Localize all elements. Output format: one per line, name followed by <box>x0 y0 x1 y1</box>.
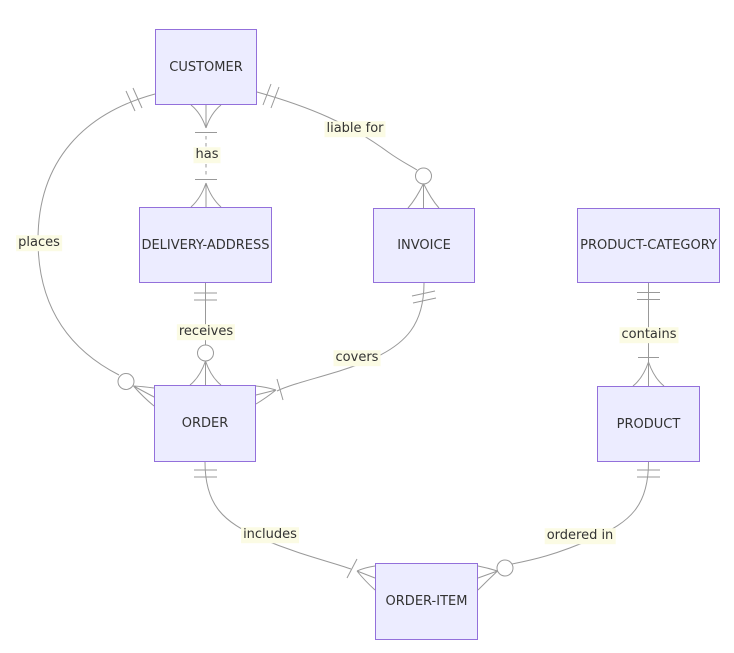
relationship-label-liable-for: liable for <box>324 121 386 137</box>
entity-invoice: INVOICE <box>373 208 475 283</box>
entity-order-label: ORDER <box>181 416 229 431</box>
relationship-includes <box>194 461 376 591</box>
places-zero-circle-icon <box>117 373 135 390</box>
entity-order-item: ORDER-ITEM <box>375 563 478 640</box>
ordered-in-exactly-one-marker-icon <box>637 469 660 478</box>
receives-zero-circle-icon <box>197 344 214 362</box>
entity-customer: CUSTOMER <box>155 29 257 105</box>
has-many-marker-address-icon <box>190 182 222 208</box>
relationship-covers <box>255 282 437 405</box>
entity-product: PRODUCT <box>597 386 700 462</box>
ordered-in-line <box>511 461 649 565</box>
entity-product-category-label: PRODUCT-CATEGORY <box>580 238 717 253</box>
entity-order: ORDER <box>154 385 256 462</box>
liable-for-zero-circle-icon <box>415 167 432 185</box>
places-exactly-one-marker-icon <box>125 87 143 112</box>
entity-product-label: PRODUCT <box>616 416 681 432</box>
relationship-label-covers: covers <box>333 350 381 366</box>
relationship-has <box>190 104 222 208</box>
covers-one-bar-order-icon <box>276 378 284 401</box>
includes-one-bar-orderitem-icon <box>346 558 358 579</box>
contains-many-marker-icon <box>632 361 665 387</box>
liable-for-line <box>256 91 418 171</box>
liable-for-exactly-one-marker-icon <box>262 83 280 109</box>
entity-product-category: PRODUCT-CATEGORY <box>577 208 720 283</box>
includes-exactly-one-marker-icon <box>194 469 217 478</box>
covers-line <box>276 282 425 392</box>
entity-order-item-label: ORDER-ITEM <box>385 594 468 609</box>
contains-exactly-one-marker-icon <box>637 292 660 300</box>
relationship-label-contains: contains <box>619 327 679 343</box>
includes-line <box>204 461 352 570</box>
entity-delivery-address-label: DELIVERY-ADDRESS <box>141 237 270 253</box>
liable-for-many-marker-icon <box>407 183 440 209</box>
ordered-in-zero-circle-icon <box>496 559 514 577</box>
relationship-label-ordered-in: ordered in <box>544 528 616 544</box>
relationship-ordered-in <box>477 461 660 591</box>
relationship-label-places: places <box>16 235 62 251</box>
receives-many-marker-icon <box>189 360 222 386</box>
relationship-contains <box>632 283 665 387</box>
covers-many-marker-icon <box>255 385 277 405</box>
entity-delivery-address: DELIVERY-ADDRESS <box>139 207 272 283</box>
relationship-label-has: has <box>193 147 221 163</box>
relationship-liable-for <box>256 83 440 209</box>
includes-many-marker-icon <box>356 565 376 591</box>
has-many-marker-customer-icon <box>190 104 222 129</box>
entity-invoice-label: INVOICE <box>397 238 451 253</box>
receives-exactly-one-marker-icon <box>194 292 217 301</box>
relationship-label-receives: receives <box>176 324 236 340</box>
covers-exactly-one-marker-icon <box>411 290 437 304</box>
ordered-in-many-marker-icon <box>477 565 498 591</box>
places-many-marker-icon <box>133 385 155 407</box>
relationship-label-includes: includes <box>241 527 299 543</box>
entity-customer-label: CUSTOMER <box>169 59 243 75</box>
